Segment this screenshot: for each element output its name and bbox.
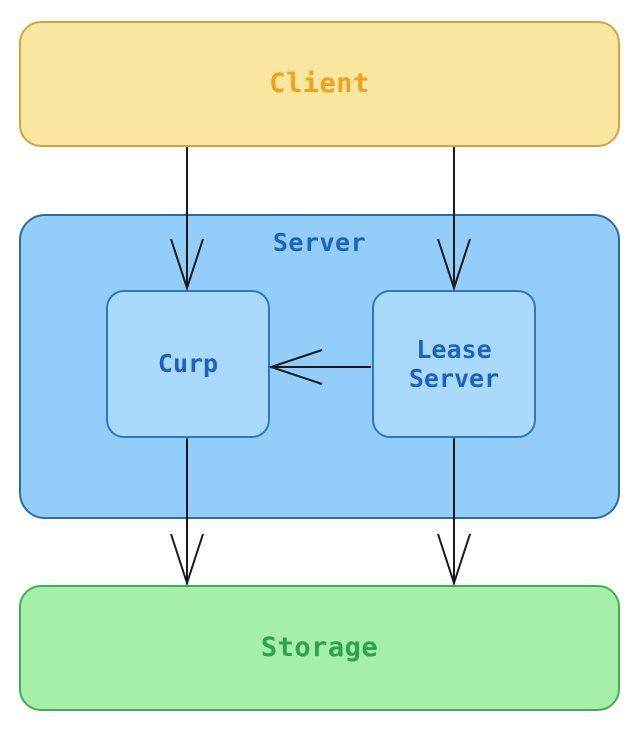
node-client[interactable]: Client [19, 21, 620, 147]
node-lease-server-label: Lease Server [408, 334, 500, 394]
node-curp-label: Curp [157, 349, 219, 379]
node-server-cluster-label: Server [272, 228, 367, 257]
node-lease-server[interactable]: Lease Server [372, 290, 536, 438]
node-curp[interactable]: Curp [106, 290, 270, 438]
node-storage-label: Storage [260, 632, 379, 664]
node-client-label: Client [269, 68, 370, 100]
edge-curp-to-storage-arrowhead-icon [170, 533, 204, 587]
node-storage[interactable]: Storage [19, 585, 620, 711]
edge-lease-server-to-storage-arrowhead-icon [437, 533, 471, 587]
